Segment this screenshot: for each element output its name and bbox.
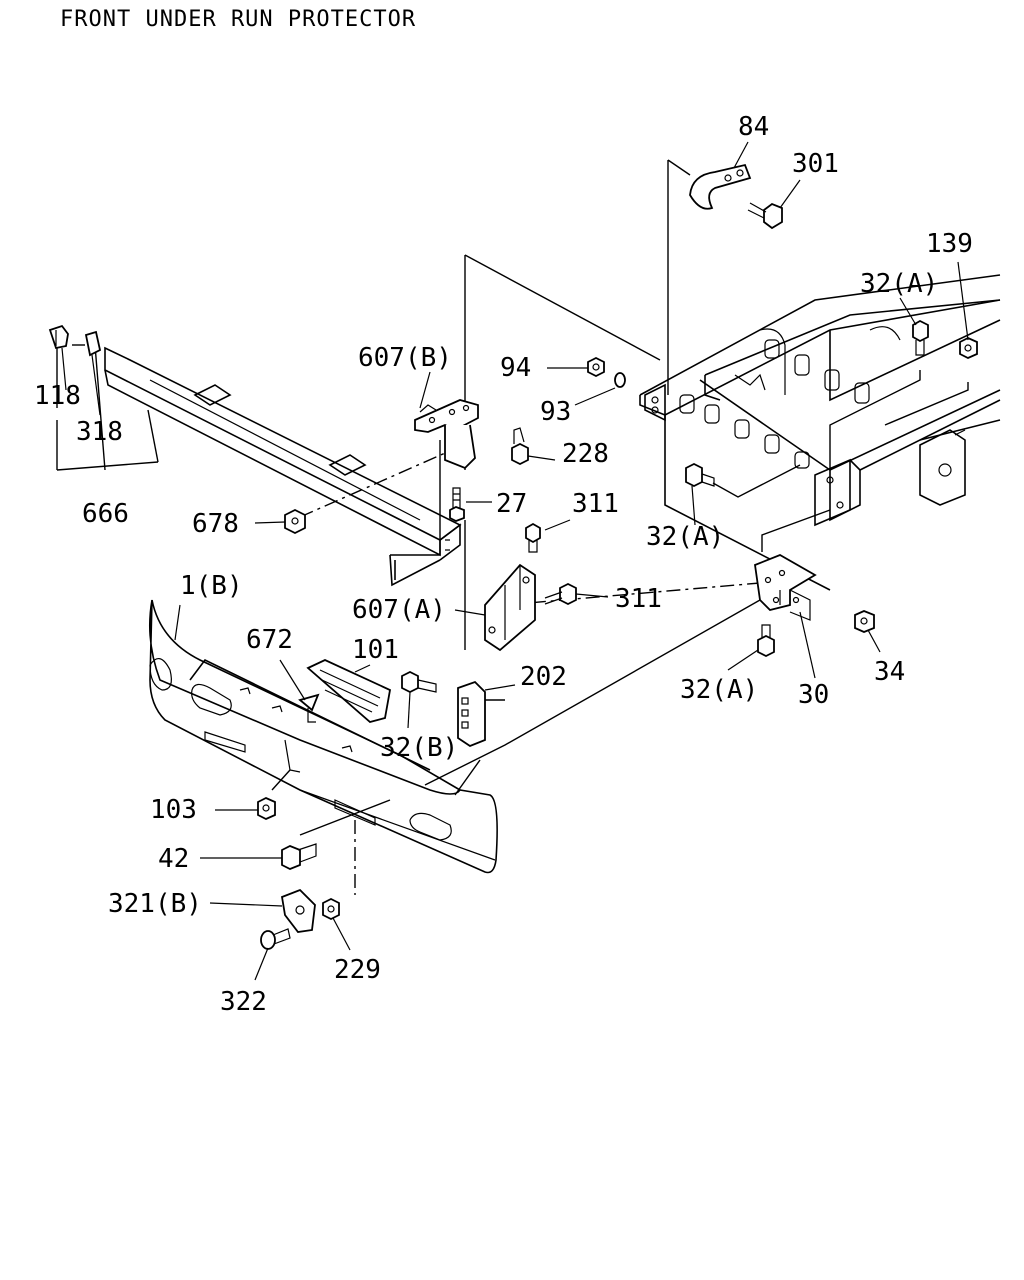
label-318: 318 <box>76 417 123 447</box>
label-311-upper: 311 <box>572 489 619 519</box>
label-672: 672 <box>246 625 293 655</box>
bolt-42 <box>281 843 317 870</box>
label-84: 84 <box>738 112 769 142</box>
label-101: 101 <box>352 635 399 665</box>
bolt-32b <box>401 670 437 694</box>
label-322: 322 <box>220 987 267 1017</box>
bumper-1b <box>148 599 498 874</box>
plate-321b <box>280 888 316 933</box>
leader-lines <box>61 141 969 981</box>
bracket-202 <box>457 680 486 748</box>
label-34: 34 <box>874 657 905 687</box>
nut-103 <box>257 797 276 820</box>
part-labels: 84 301 139 32(A) 607(B) 94 93 228 118 31… <box>34 112 973 1017</box>
label-32a-top: 32(A) <box>860 269 938 299</box>
label-229: 229 <box>334 955 381 985</box>
bracket-607b <box>414 399 479 470</box>
tow-hook-84 <box>689 163 752 210</box>
nut-94 <box>587 356 605 378</box>
bolt-228 <box>511 427 529 466</box>
nut-678 <box>284 508 306 535</box>
assembly-lines <box>56 159 969 895</box>
diagram-title: FRONT UNDER RUN PROTECTOR <box>60 7 416 32</box>
bolt-301 <box>747 202 783 230</box>
label-678: 678 <box>192 509 239 539</box>
label-32a-mid: 32(A) <box>646 522 724 552</box>
label-1b: 1(B) <box>180 571 243 601</box>
label-607a: 607(A) <box>352 595 446 625</box>
bolt-32a-low <box>757 624 775 658</box>
label-321b: 321(B) <box>108 889 202 919</box>
clip-318 <box>84 330 102 357</box>
label-139: 139 <box>926 229 973 259</box>
label-228: 228 <box>562 439 609 469</box>
bracket-30 <box>754 554 817 621</box>
bolt-32a-mid <box>685 462 715 488</box>
bolt-311-lower <box>544 582 577 606</box>
washer-93 <box>614 372 626 388</box>
label-30: 30 <box>798 680 829 710</box>
label-607b: 607(B) <box>358 343 452 373</box>
frame-bracket <box>814 458 861 527</box>
label-32a-low: 32(A) <box>680 675 758 705</box>
label-666: 666 <box>82 499 129 529</box>
clip-118 <box>48 324 69 350</box>
label-103: 103 <box>150 795 197 825</box>
label-94: 94 <box>500 353 531 383</box>
bracket-607a <box>484 563 536 652</box>
nut-34 <box>854 610 875 633</box>
bolt-27 <box>449 487 465 522</box>
bolt-32a-top <box>912 319 929 356</box>
label-93: 93 <box>540 397 571 427</box>
label-27: 27 <box>496 489 527 519</box>
step-101 <box>306 659 392 723</box>
label-311-lower: 311 <box>615 584 662 614</box>
label-118: 118 <box>34 381 81 411</box>
nut-229 <box>322 897 340 921</box>
bolt-322 <box>260 928 291 950</box>
label-301: 301 <box>792 149 839 179</box>
nut-139 <box>959 337 978 359</box>
label-42: 42 <box>158 844 189 874</box>
rail-beam-666 <box>104 346 462 587</box>
label-202: 202 <box>520 662 567 692</box>
label-32b: 32(B) <box>380 733 458 763</box>
bolt-311-upper <box>525 522 541 553</box>
